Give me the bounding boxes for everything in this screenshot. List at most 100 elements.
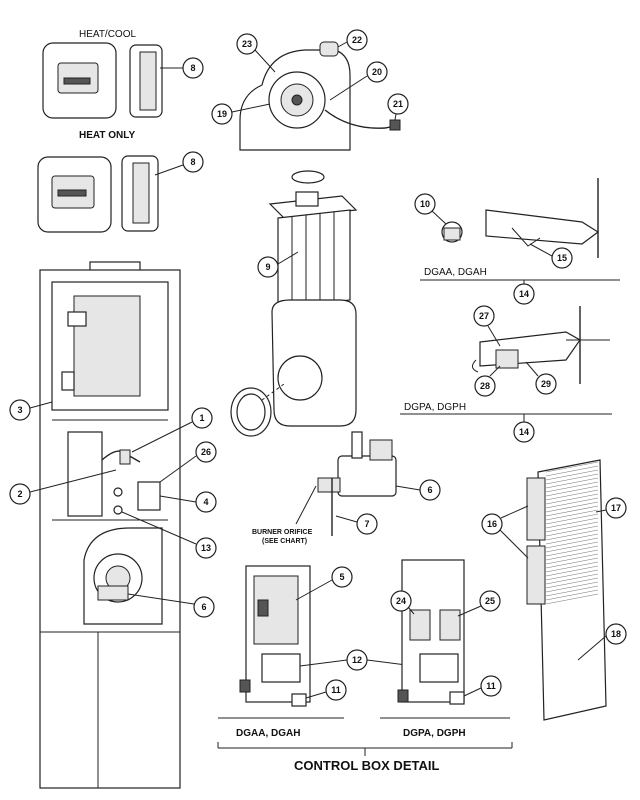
callout-11a-text: 11 <box>331 685 341 695</box>
callout-13-text: 13 <box>201 543 211 553</box>
upper-latch <box>61 371 75 391</box>
leader-13 <box>121 511 197 545</box>
control-b-switch <box>397 689 409 703</box>
callout-27 <box>473 305 495 327</box>
inducer-a-tube <box>485 209 600 245</box>
blower-capacitor <box>319 41 339 57</box>
upper-bracket <box>67 311 87 327</box>
leader-17 <box>595 509 607 513</box>
callout-28 <box>474 375 496 397</box>
grille-louver <box>545 521 599 533</box>
grille-louver <box>545 569 599 581</box>
callout-12-text: 12 <box>352 655 362 665</box>
leader-15 <box>529 243 553 257</box>
gas-valve-solenoid <box>369 439 393 461</box>
blower-assembly: 23 22 20 19 21 <box>211 29 409 151</box>
filter-door-assembly: 16 17 18 <box>481 459 627 721</box>
grille-louver <box>545 541 599 553</box>
grille-louver <box>545 469 599 481</box>
callout-26 <box>195 441 217 463</box>
heat-cool-badge <box>63 77 91 85</box>
heat-only-side-bracket <box>132 162 150 224</box>
flue-collar <box>291 170 325 184</box>
callout-2 <box>9 483 31 505</box>
grille-louver <box>545 501 599 513</box>
blower-hub <box>291 94 303 106</box>
transformer-a <box>261 653 301 683</box>
callout-13 <box>195 537 217 559</box>
grille-louver <box>545 497 599 509</box>
callout-3 <box>9 399 31 421</box>
grille-louver <box>545 557 599 569</box>
inducer-dgaa-group: 10 15 DGAA, DGAH 14 <box>414 178 620 305</box>
control-box-detail-caption: CONTROL BOX DETAIL <box>217 742 513 773</box>
leader-11a <box>305 691 327 699</box>
relay-24 <box>409 609 431 641</box>
control-b-plug <box>449 691 465 705</box>
inducer-a-wire <box>511 227 541 247</box>
leader-22 <box>337 41 348 48</box>
inducer-a-model-label: DGAA, DGAH <box>424 267 487 278</box>
cabinet-switch <box>119 449 131 465</box>
leader-5 <box>295 579 333 601</box>
grille-louver <box>545 505 599 517</box>
callout-26-text: 26 <box>201 447 211 457</box>
callout-7 <box>356 513 378 535</box>
leader-26 <box>159 455 197 483</box>
leader-2 <box>29 469 117 493</box>
grille-louver <box>545 533 599 545</box>
control-b-model-label: DGPA, DGPH <box>403 728 466 739</box>
furnace-cabinet: 3 1 26 2 4 13 6 <box>9 261 217 789</box>
gas-valve-assembly: 6 7 BURNER ORIFICE (SEE CHART) <box>252 431 441 545</box>
gas-valve-inlet <box>351 431 363 459</box>
leader-19 <box>231 103 271 113</box>
callout-14b-text: 14 <box>519 427 529 437</box>
inducer-b-hose <box>472 359 479 373</box>
leader-23 <box>254 49 276 73</box>
callout-6b <box>193 596 215 618</box>
leader-28 <box>489 365 501 377</box>
callout-11b-text: 11 <box>486 681 496 691</box>
callout-16 <box>481 513 503 535</box>
callout-8a <box>182 57 204 79</box>
leader-16a <box>500 505 529 519</box>
callout-11a <box>325 679 347 701</box>
flue-outlet <box>295 191 319 207</box>
grille-louver <box>545 589 599 601</box>
leader-4 <box>159 495 197 503</box>
grille-louvers <box>545 461 599 605</box>
callout-29-text: 29 <box>541 379 551 389</box>
grille-louver <box>545 581 599 593</box>
leader-21 <box>394 113 397 121</box>
callout-20 <box>366 61 388 83</box>
grille-louver <box>545 529 599 541</box>
heat-only-label: HEAT ONLY <box>79 130 135 141</box>
transformer-b <box>419 653 459 683</box>
grille-louver <box>545 525 599 537</box>
blower-plug <box>389 119 401 131</box>
callout-21 <box>387 93 409 115</box>
leader-1 <box>131 421 193 453</box>
grille-louver <box>545 553 599 565</box>
callout-5-text: 5 <box>339 572 344 582</box>
grille-door <box>537 459 607 721</box>
port-gasket-inner <box>236 393 266 431</box>
callout-29 <box>535 373 557 395</box>
grille-louver <box>545 509 599 521</box>
leader-18 <box>577 635 607 661</box>
grille-louver <box>545 565 599 577</box>
grille-louver <box>545 473 599 485</box>
grille-louver <box>545 593 599 605</box>
callout-1 <box>191 407 213 429</box>
control-box-detail-title: CONTROL BOX DETAIL <box>294 758 439 773</box>
control-box-dgpa: 24 25 11 DGPA, DGPH <box>380 559 510 739</box>
leader-9 <box>277 251 299 265</box>
inducer-b-switch <box>495 349 519 369</box>
grille-louver <box>545 549 599 561</box>
leader-3 <box>29 401 53 409</box>
callout-6a-text: 6 <box>427 485 432 495</box>
heat-cool-label: HEAT/COOL <box>79 29 136 40</box>
callout-18-text: 18 <box>611 629 621 639</box>
callout-23 <box>236 33 258 55</box>
grille-louver <box>545 481 599 493</box>
